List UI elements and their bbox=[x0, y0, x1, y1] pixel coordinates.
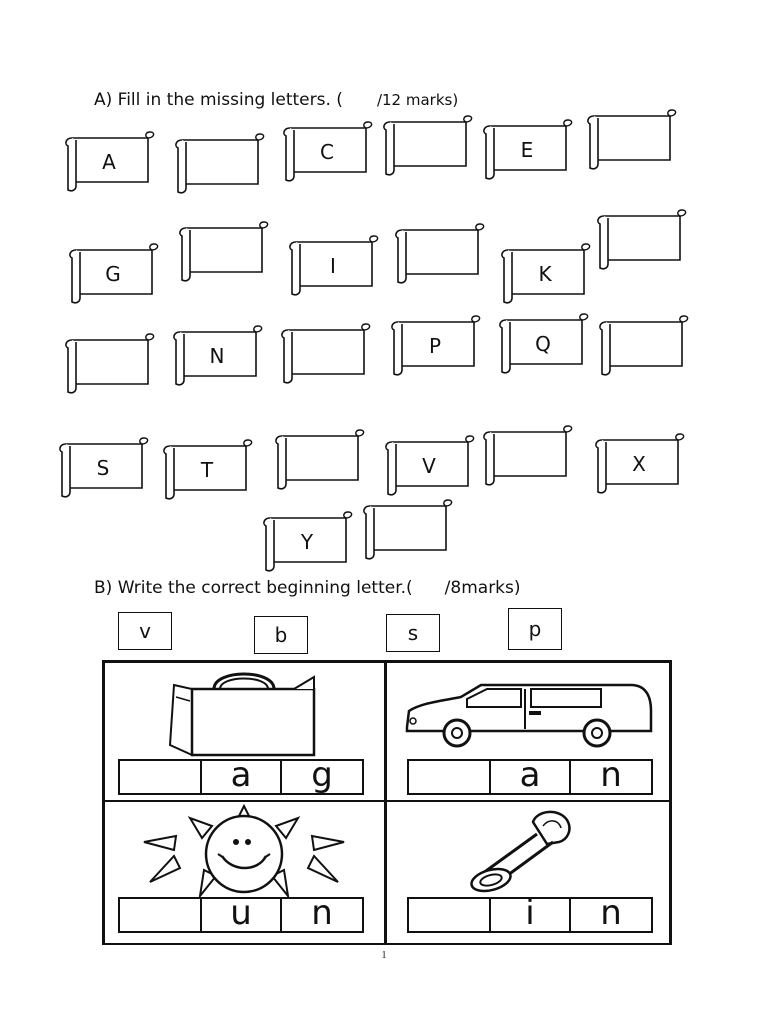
scroll-letter: X bbox=[632, 452, 646, 476]
scroll-letter: E bbox=[520, 138, 534, 162]
blank-letter-scroll[interactable] bbox=[392, 223, 486, 284]
section-a-heading-text: A) Fill in the missing letters. ( bbox=[94, 90, 343, 110]
blank-letter-scroll[interactable] bbox=[360, 499, 454, 560]
word-letter: g bbox=[311, 755, 333, 795]
blank-letter-scroll[interactable] bbox=[594, 209, 688, 270]
scroll-letter: T bbox=[200, 458, 214, 482]
letter-scroll: X bbox=[592, 433, 686, 494]
scroll-letter: N bbox=[209, 344, 225, 368]
section-b-heading: B) Write the correct beginning letter.( /… bbox=[94, 578, 521, 598]
word-letter: u bbox=[202, 896, 282, 931]
word-row: a n bbox=[407, 755, 653, 795]
word-row: u n bbox=[118, 893, 364, 933]
word-row: i n bbox=[407, 893, 653, 933]
word-letter: n bbox=[600, 755, 622, 795]
letter-scroll: K bbox=[498, 243, 592, 304]
sun-picture bbox=[143, 804, 345, 898]
scroll-letter: I bbox=[330, 254, 336, 278]
letter-scroll: E bbox=[480, 119, 574, 180]
scroll-letter: C bbox=[320, 140, 334, 164]
letter-scroll: I bbox=[286, 235, 380, 296]
grid-divider bbox=[102, 800, 672, 802]
letter-scroll: Y bbox=[260, 511, 354, 572]
option-box[interactable]: p bbox=[508, 608, 562, 650]
letter-scroll: T bbox=[160, 439, 254, 500]
option-box[interactable]: s bbox=[386, 614, 440, 652]
letter-scroll: S bbox=[56, 437, 150, 498]
scroll-letter: Q bbox=[535, 332, 551, 356]
letter-scroll: G bbox=[66, 243, 160, 304]
letter-scroll: Q bbox=[496, 313, 590, 374]
scroll-letter: S bbox=[96, 456, 110, 480]
scroll-letter: K bbox=[538, 262, 552, 286]
section-b-heading-text: Write the correct beginning letter.( bbox=[117, 578, 413, 598]
blank-letter-scroll[interactable] bbox=[480, 425, 574, 486]
answer-box[interactable] bbox=[409, 761, 491, 793]
scroll-letter: G bbox=[105, 262, 121, 286]
safety-pin-picture bbox=[470, 810, 571, 893]
word-letter: i bbox=[491, 896, 571, 931]
section-a-marks: /12 marks) bbox=[376, 91, 459, 109]
letter-scroll: V bbox=[382, 435, 476, 496]
section-b-heading-number: B) bbox=[94, 578, 113, 598]
answer-box[interactable] bbox=[120, 899, 202, 931]
picture-cell: i n bbox=[387, 802, 669, 940]
blank-letter-scroll[interactable] bbox=[176, 221, 270, 282]
picture-cell: a n bbox=[387, 663, 669, 800]
picture-cell: a g bbox=[102, 663, 384, 800]
blank-letter-scroll[interactable] bbox=[172, 133, 266, 194]
scroll-letter: Y bbox=[300, 530, 314, 554]
van-picture bbox=[405, 683, 653, 748]
section-a-heading: A) Fill in the missing letters. ( /12 mar… bbox=[94, 90, 458, 110]
answer-box[interactable] bbox=[120, 761, 202, 793]
option-letter: s bbox=[407, 621, 419, 645]
blank-letter-scroll[interactable] bbox=[380, 115, 474, 176]
page-number: 1 bbox=[381, 950, 387, 961]
letter-scroll: N bbox=[170, 325, 264, 386]
word-letter: n bbox=[311, 893, 333, 933]
bag-picture bbox=[168, 672, 316, 757]
option-box[interactable]: v bbox=[118, 612, 172, 650]
letter-scroll: A bbox=[62, 131, 156, 192]
blank-letter-scroll[interactable] bbox=[278, 323, 372, 384]
blank-letter-scroll[interactable] bbox=[584, 109, 678, 170]
picture-cell: u n bbox=[102, 802, 384, 940]
blank-letter-scroll[interactable] bbox=[596, 315, 690, 376]
word-letter: n bbox=[600, 893, 622, 933]
letter-scroll: C bbox=[280, 121, 374, 182]
picture-grid: a g a n bbox=[102, 660, 672, 945]
answer-box[interactable] bbox=[409, 899, 491, 931]
grid-divider bbox=[384, 660, 387, 945]
scroll-letter: A bbox=[102, 150, 116, 174]
option-letter: p bbox=[528, 617, 542, 641]
word-row: a g bbox=[118, 755, 364, 795]
grid-divider bbox=[102, 660, 105, 945]
word-letter: a bbox=[491, 758, 571, 793]
blank-letter-scroll[interactable] bbox=[62, 333, 156, 394]
scroll-letter: V bbox=[422, 454, 436, 478]
blank-letter-scroll[interactable] bbox=[272, 429, 366, 490]
scroll-letter: P bbox=[428, 334, 442, 358]
word-letter: a bbox=[202, 758, 282, 793]
option-letter: v bbox=[139, 619, 151, 643]
section-b-marks: /8marks) bbox=[444, 578, 521, 598]
grid-divider bbox=[669, 660, 672, 945]
letter-scroll: P bbox=[388, 315, 482, 376]
option-letter: b bbox=[274, 623, 288, 647]
option-box[interactable]: b bbox=[254, 616, 308, 654]
